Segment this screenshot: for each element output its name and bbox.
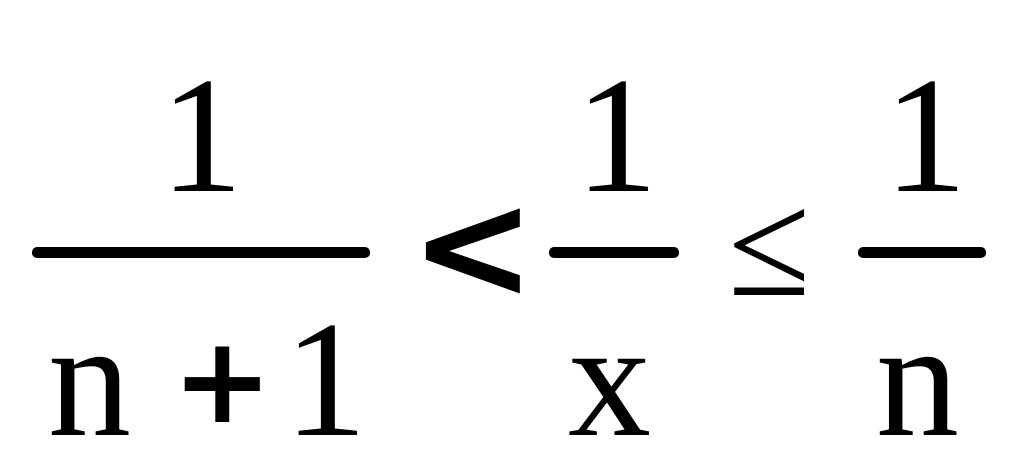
left-fraction-denominator-n: n: [48, 287, 131, 471]
left-fraction-numerator: 1: [160, 43, 243, 227]
right-fraction-numerator: 1: [884, 43, 967, 227]
less-than-operator: <: [410, 160, 536, 334]
middle-fraction-numerator: 1: [575, 43, 658, 227]
less-equal-operator: ≤: [728, 162, 811, 328]
right-fraction-bar: [858, 247, 986, 258]
right-fraction-denominator: n: [876, 287, 959, 471]
middle-fraction-bar: [549, 247, 679, 258]
left-fraction-denominator-one: 1: [284, 287, 367, 471]
middle-fraction-denominator: x: [568, 287, 651, 471]
left-fraction-bar: [32, 247, 370, 258]
left-fraction-denominator-plus: +: [172, 312, 273, 451]
